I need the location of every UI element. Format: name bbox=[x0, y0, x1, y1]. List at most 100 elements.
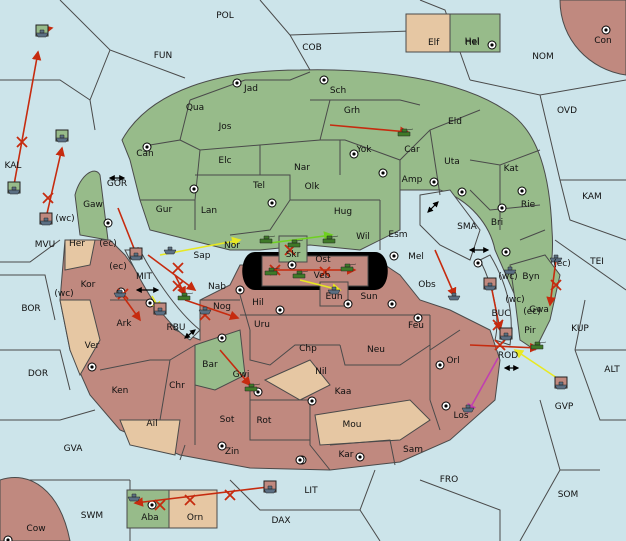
order-arrow bbox=[184, 299, 240, 320]
territory-label-neu: Neu bbox=[367, 345, 385, 355]
fleet-unit[interactable] bbox=[499, 327, 513, 341]
army-unit[interactable] bbox=[177, 292, 194, 301]
territory-label-bri: Bri bbox=[491, 218, 503, 228]
cut-marker bbox=[319, 266, 331, 278]
order-arrow bbox=[467, 357, 499, 414]
supply-center-dot bbox=[444, 404, 448, 408]
territory-label-wc: (wc) bbox=[55, 214, 74, 224]
territory-label-hel: Hel bbox=[465, 37, 480, 47]
fleet-unit[interactable] bbox=[113, 289, 127, 298]
tank-icon bbox=[292, 270, 309, 279]
cut-marker bbox=[550, 279, 562, 291]
territory-label-fro: FRO bbox=[440, 475, 459, 485]
territory-label-sap: Sap bbox=[194, 251, 211, 261]
army-unit[interactable] bbox=[340, 263, 357, 272]
army-unit[interactable] bbox=[322, 235, 339, 244]
territory-label-rot: Rot bbox=[257, 416, 272, 426]
territory-label-buc: BUC bbox=[491, 309, 510, 319]
fleet-unit[interactable] bbox=[35, 24, 49, 38]
territory-label-aba: Aba bbox=[141, 513, 158, 523]
army-unit[interactable] bbox=[287, 239, 304, 248]
supply-center-dot bbox=[504, 250, 508, 254]
territory-label-eld: Eld bbox=[448, 117, 462, 127]
army-unit[interactable] bbox=[264, 267, 281, 276]
cut-marker bbox=[184, 494, 196, 506]
ship-icon bbox=[127, 493, 141, 502]
territory-label-grh: Grh bbox=[344, 106, 360, 116]
territory-label-los: Los bbox=[453, 411, 468, 421]
fleet-unit[interactable] bbox=[55, 129, 69, 143]
territory-label-uru: Uru bbox=[254, 320, 270, 330]
territory-label-cow: Cow bbox=[26, 524, 45, 534]
fleet-unit[interactable] bbox=[549, 254, 563, 263]
territory-label-kaa: Kaa bbox=[335, 387, 352, 397]
neutral-region-her bbox=[64, 239, 96, 271]
territory-label-orl: Orl bbox=[446, 356, 459, 366]
territory-label-gwa: Gwa bbox=[529, 305, 549, 315]
territory-label-her: Her bbox=[69, 239, 85, 249]
army-unit[interactable] bbox=[259, 235, 276, 244]
ship-icon bbox=[461, 404, 475, 413]
territory-label-wc: (wc) bbox=[505, 295, 524, 305]
territory-label-olk: Olk bbox=[305, 182, 321, 192]
tank-icon bbox=[177, 292, 194, 301]
tank-icon bbox=[397, 128, 414, 137]
fleet-unit[interactable] bbox=[327, 286, 341, 295]
territory-label-tel: Tel bbox=[252, 181, 265, 191]
fleet-unit[interactable] bbox=[129, 247, 143, 261]
supply-center-dot bbox=[520, 189, 524, 193]
territory-label-con: Con bbox=[594, 36, 612, 46]
order-arrow bbox=[147, 254, 197, 291]
territory-label-can: Can bbox=[136, 149, 154, 159]
ship-icon bbox=[55, 134, 69, 143]
territory-label-ost: Ost bbox=[315, 255, 331, 265]
fleet-unit[interactable] bbox=[153, 302, 167, 316]
fleet-unit[interactable] bbox=[127, 493, 141, 502]
tank-icon bbox=[244, 383, 261, 392]
order-arrow bbox=[269, 231, 334, 244]
fleet-unit[interactable] bbox=[7, 181, 21, 195]
order-arrow bbox=[469, 342, 540, 353]
territory-label-wc: (wc) bbox=[498, 272, 517, 282]
supply-center-dot bbox=[381, 171, 385, 175]
territory-label-sot: Sot bbox=[220, 415, 235, 425]
territory-label-lit: LIT bbox=[304, 486, 318, 496]
territory-label-wil: Wil bbox=[356, 232, 370, 242]
passage-arrow bbox=[184, 329, 196, 339]
territory-label-dor: DOR bbox=[28, 369, 48, 379]
territory-label-gvp: GVP bbox=[555, 402, 574, 412]
territory-label-skr: Skr bbox=[286, 250, 301, 260]
army-unit[interactable] bbox=[292, 270, 309, 279]
fleet-unit[interactable] bbox=[198, 306, 212, 315]
territory-label-rbu: RBU bbox=[166, 323, 185, 333]
territory-label-jad: Jad bbox=[243, 84, 258, 94]
army-unit[interactable] bbox=[397, 128, 414, 137]
territory-label-hug: Hug bbox=[334, 207, 352, 217]
fleet-unit[interactable] bbox=[503, 266, 517, 275]
fleet-unit[interactable] bbox=[263, 480, 277, 494]
ship-icon bbox=[163, 246, 177, 255]
territory-label-kat: Kat bbox=[504, 164, 519, 174]
fleet-unit[interactable] bbox=[554, 376, 568, 390]
fleet-unit[interactable] bbox=[163, 246, 177, 255]
fleet-unit[interactable] bbox=[483, 277, 497, 291]
supply-center-dot bbox=[432, 180, 436, 184]
territory-label-feu: Feu bbox=[408, 321, 424, 331]
territory-label-ec: (ec) bbox=[523, 307, 541, 317]
army-unit[interactable] bbox=[530, 341, 547, 350]
territory-label-orn: Orn bbox=[187, 513, 203, 523]
territory-label-nar: Nar bbox=[294, 163, 310, 173]
fleet-unit[interactable] bbox=[447, 292, 461, 301]
army-unit[interactable] bbox=[244, 383, 261, 392]
territory-label-ark: Ark bbox=[116, 319, 132, 329]
territory-label-ec: (ec) bbox=[99, 239, 117, 249]
supply-center-dot bbox=[238, 288, 242, 292]
fleet-unit[interactable] bbox=[461, 404, 475, 413]
ship-icon bbox=[39, 217, 53, 226]
territory-label-mou: Mou bbox=[343, 420, 362, 430]
ship-icon bbox=[198, 306, 212, 315]
territory-label-wc: (wc) bbox=[54, 289, 73, 299]
fleet-unit[interactable] bbox=[39, 212, 53, 226]
